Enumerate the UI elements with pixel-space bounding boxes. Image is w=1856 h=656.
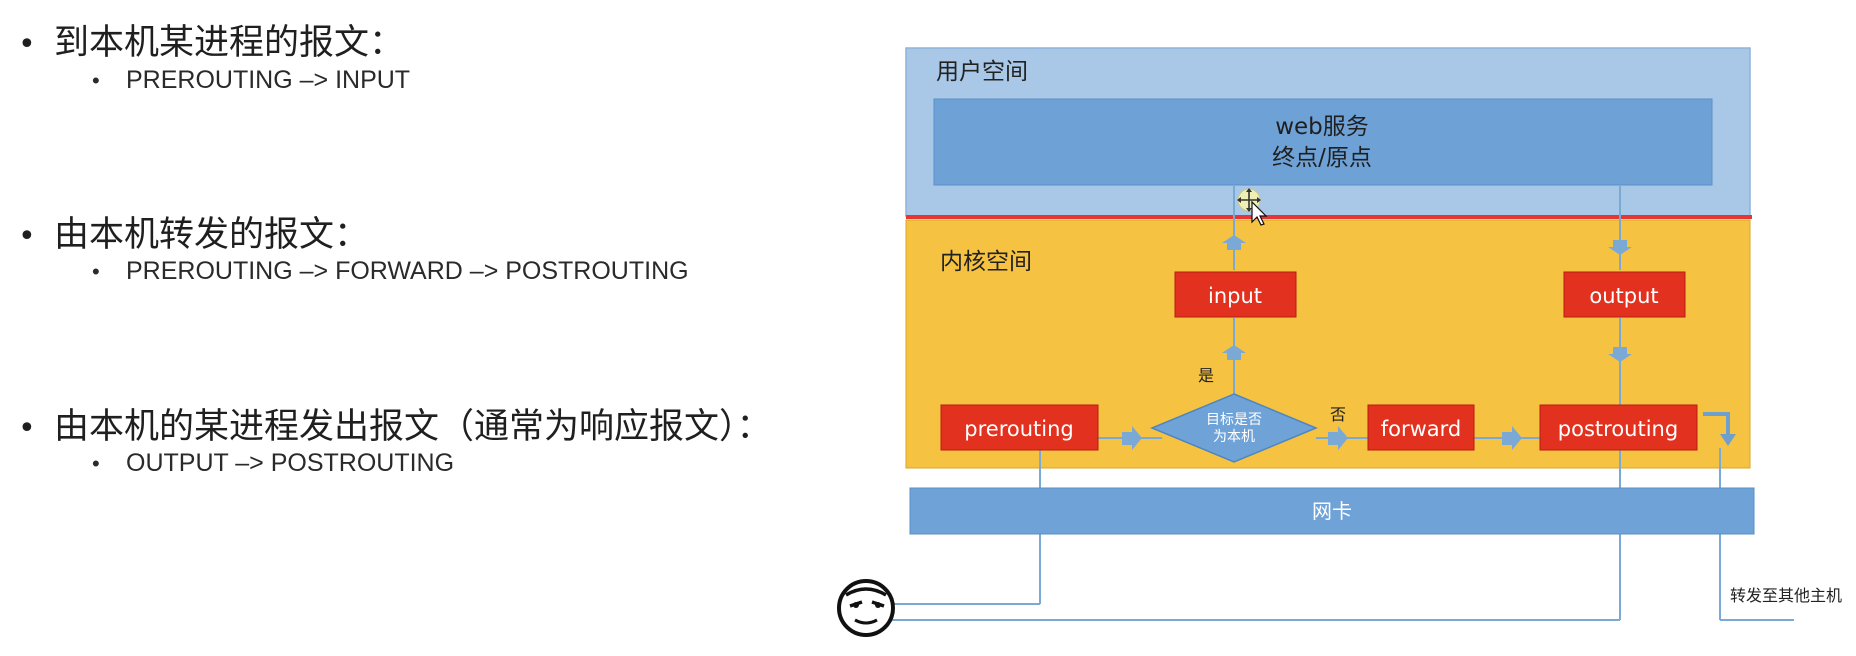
output-chain-box [1563, 271, 1686, 318]
down-arrow-icon [1608, 240, 1632, 255]
user-space-label: 用户空间 [936, 59, 1028, 85]
bullet-detail: OUTPUT –> POSTROUTING [126, 449, 455, 477]
yes-label: 是 [1198, 366, 1214, 385]
bullet-dot: • [92, 451, 100, 476]
right-arrow-icon [1502, 426, 1522, 450]
forward-other-host-label: 转发至其他主机 [1730, 586, 1842, 605]
prerouting-chain-label: prerouting [964, 417, 1073, 441]
down-arrow-icon [1608, 347, 1632, 362]
sub-bullet-forwarded: • PREROUTING –> FORWARD –> POSTROUTING [92, 257, 689, 286]
bent-arrow-icon [1703, 412, 1730, 436]
bullet-list: • 到本机某进程的报文： • PREROUTING –> INPUT • 由本机转发的… [0, 0, 860, 656]
input-chain-box [1174, 271, 1297, 318]
bullet-dot: • [18, 27, 36, 62]
bullet-heading: 到本机某进程的报文： [54, 23, 405, 63]
move-cursor-icon [1237, 188, 1268, 226]
up-arrow-icon [1222, 345, 1246, 360]
bullet-forwarded: • 由本机转发的报文： [18, 206, 369, 257]
web-service-box [933, 98, 1713, 186]
input-chain-label: input [1208, 284, 1262, 308]
bullet-dot: • [92, 68, 100, 93]
bullet-dot: • [92, 259, 100, 284]
decision-diamond [1150, 393, 1318, 463]
postrouting-chain-label: postrouting [1558, 417, 1678, 441]
forward-chain-box [1367, 404, 1475, 451]
up-arrow-icon [1222, 235, 1246, 250]
bent-arrow-head-icon [1720, 434, 1736, 446]
sub-bullet-incoming-to-process: • PREROUTING –> INPUT [92, 66, 410, 95]
postrouting-chain-box [1539, 404, 1698, 451]
output-chain-label: output [1589, 284, 1658, 308]
no-label: 否 [1330, 405, 1346, 424]
bullet-heading: 由本机的某进程发出报文（通常为响应报文）： [54, 407, 772, 447]
bullet-dot: • [18, 411, 36, 446]
prerouting-chain-box [940, 404, 1099, 451]
bullet-incoming-to-process: • 到本机某进程的报文： [18, 14, 404, 65]
bullet-detail: PREROUTING –> FORWARD –> POSTROUTING [126, 257, 689, 285]
sub-bullet-outgoing-from-process: • OUTPUT –> POSTROUTING [92, 449, 454, 478]
flow-arrow-markers [1122, 235, 1632, 450]
bullet-detail: PREROUTING –> INPUT [126, 66, 411, 94]
forward-chain-label: forward [1381, 417, 1462, 441]
decision-text-line2: 为本机 [1213, 429, 1255, 445]
nic-bar [909, 487, 1755, 535]
kernel-space-label: 内核空间 [940, 249, 1032, 275]
bullet-heading: 由本机转发的报文： [54, 215, 370, 255]
decision-text-line1: 目标是否 [1206, 412, 1262, 428]
web-service-subtitle: 终点/原点 [1272, 145, 1372, 171]
bullet-outgoing-from-process: • 由本机的某进程发出报文（通常为响应报文）： [18, 398, 772, 449]
web-service-title: web服务 [1275, 114, 1369, 140]
right-arrow-icon [1328, 426, 1348, 450]
face-icon [837, 579, 895, 637]
right-arrow-icon [1122, 426, 1142, 450]
nic-label: 网卡 [1312, 499, 1352, 523]
bullet-dot: • [18, 219, 36, 254]
